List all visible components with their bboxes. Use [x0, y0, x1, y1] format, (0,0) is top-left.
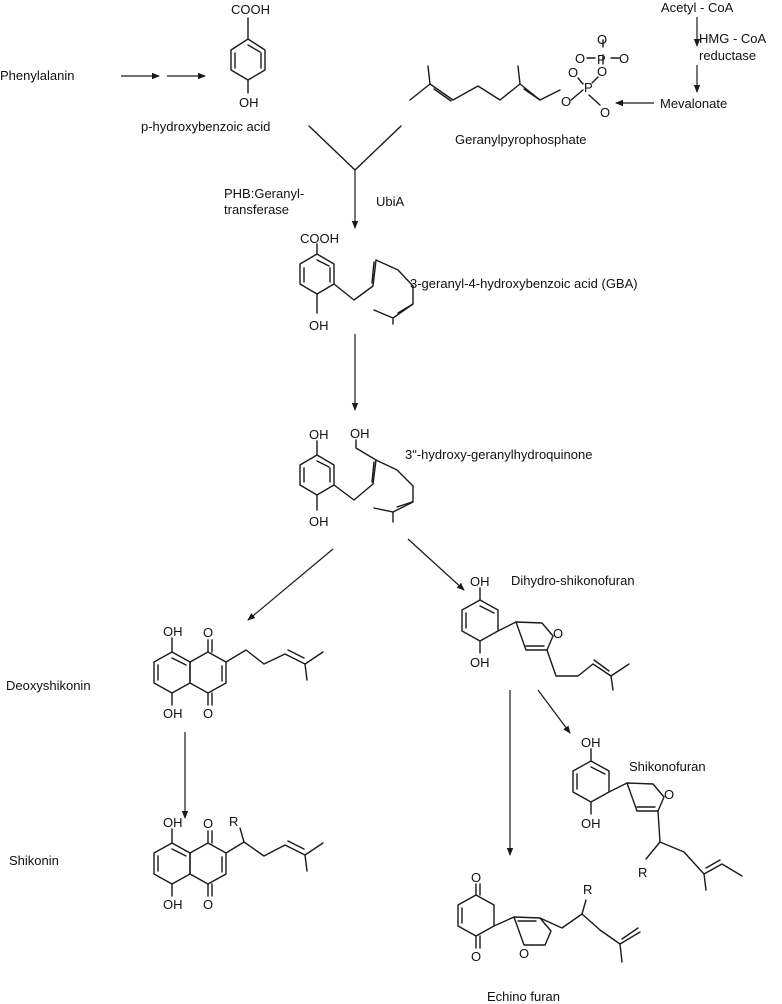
atom-oh-bottom-hgh: OH [309, 514, 329, 529]
label-mevalonate: Mevalonate [660, 96, 727, 111]
arrow-to-dihydroshikonofuran [407, 538, 465, 591]
label-hydroxy-geranylhydroquinone: 3ʺ-hydroxy-geranylhydroquinone [405, 447, 592, 462]
atom-oh-top-sf: OH [581, 735, 601, 750]
molecule-dihydro-shikonofuran: OH OH O [461, 574, 630, 691]
atom-oh: OH [239, 95, 259, 110]
label-enzyme-line1: PHB:Geranyl- [224, 186, 304, 201]
atom-o-furan-sf: O [664, 787, 674, 802]
atom-o-4: O [575, 51, 585, 66]
atom-oh-bottom-sf: OH [581, 816, 601, 831]
atom-r-ef: R [583, 882, 592, 897]
atom-oh-top-dhsf: OH [470, 574, 490, 589]
label-p-hydroxybenzoic-acid: p-hydroxybenzoic acid [141, 119, 270, 134]
label-deoxyshikonin: Deoxyshikonin [6, 678, 91, 693]
molecule-shikonofuran: OH OH O R [572, 735, 743, 891]
atom-o-furan-dhsf: O [553, 626, 563, 641]
atom-o-1: O [600, 105, 610, 120]
atom-o-top-shikonin: O [203, 816, 213, 831]
atom-o-2: O [568, 65, 578, 80]
arrow-to-shikonofuran [537, 689, 571, 734]
atom-r-sf: R [638, 865, 647, 880]
label-shikonin: Shikonin [9, 853, 59, 868]
label-hmg-coa: HMG - CoA [699, 31, 767, 46]
arrow-to-deoxyshikonin [247, 548, 334, 621]
molecule-shikonin: OH OH O O R [153, 814, 324, 912]
atom-o-top-deoxy: O [203, 625, 213, 640]
molecule-echino-furan: O O O R [457, 870, 641, 964]
atom-cooh-gba: COOH [300, 231, 339, 246]
atom-oh-side-hgh: OH [350, 426, 370, 441]
atom-oh-top-deoxy: OH [163, 624, 183, 639]
molecule-hydroxy-geranylhydroquinone: OH OH OH [299, 426, 414, 529]
atom-oh-gba: OH [309, 318, 329, 333]
atom-oh-bottom-shikonin: OH [163, 897, 183, 912]
atom-o-furan-ef: O [519, 946, 529, 961]
atom-o-bottom-deoxy: O [203, 706, 213, 721]
atom-o-ester: O [561, 94, 571, 109]
label-geranylpyrophosphate: Geranylpyrophosphate [455, 132, 587, 147]
atom-o-bridge: O [597, 64, 607, 79]
label-ubia: UbiA [376, 194, 405, 209]
molecule-geranylpyrophosphate: O P O O O P O O O [409, 32, 629, 120]
label-enzyme-line2: transferase [224, 202, 289, 217]
atom-p-1: P [584, 80, 593, 95]
atom-oh-top-hgh: OH [309, 427, 329, 442]
label-phenylalanin: Phenylalanin [0, 68, 74, 83]
arrows [121, 17, 701, 856]
molecule-deoxyshikonin: OH OH O O [153, 624, 324, 721]
label-shikonofuran: Shikonofuran [629, 759, 706, 774]
convergence-lines [308, 125, 402, 171]
atom-oh-top-shikonin: OH [163, 815, 183, 830]
label-gba: 3-geranyl-4-hydroxybenzoic acid (GBA) [410, 276, 638, 291]
atom-r-shikonin: R [229, 814, 238, 829]
atom-cooh: COOH [231, 2, 270, 17]
label-dihydro-shikonofuran: Dihydro-shikonofuran [511, 573, 635, 588]
atom-o-bottom-shikonin: O [203, 897, 213, 912]
atom-o-3: O [597, 32, 607, 47]
label-acetyl-coa: Acetyl - CoA [661, 0, 734, 15]
molecule-gba: COOH OH [299, 231, 414, 333]
atom-o-top-ef: O [471, 870, 481, 885]
atom-oh-bottom-deoxy: OH [163, 706, 183, 721]
atom-o-5: O [619, 51, 629, 66]
atom-oh-bottom-dhsf: OH [470, 655, 490, 670]
atom-o-bottom-ef: O [471, 949, 481, 964]
label-reductase: reductase [699, 48, 756, 63]
atom-p-2: P [597, 52, 606, 67]
molecule-p-hydroxybenzoic-acid: COOH OH [230, 2, 270, 110]
label-echino-furan: Echino furan [487, 989, 560, 1004]
